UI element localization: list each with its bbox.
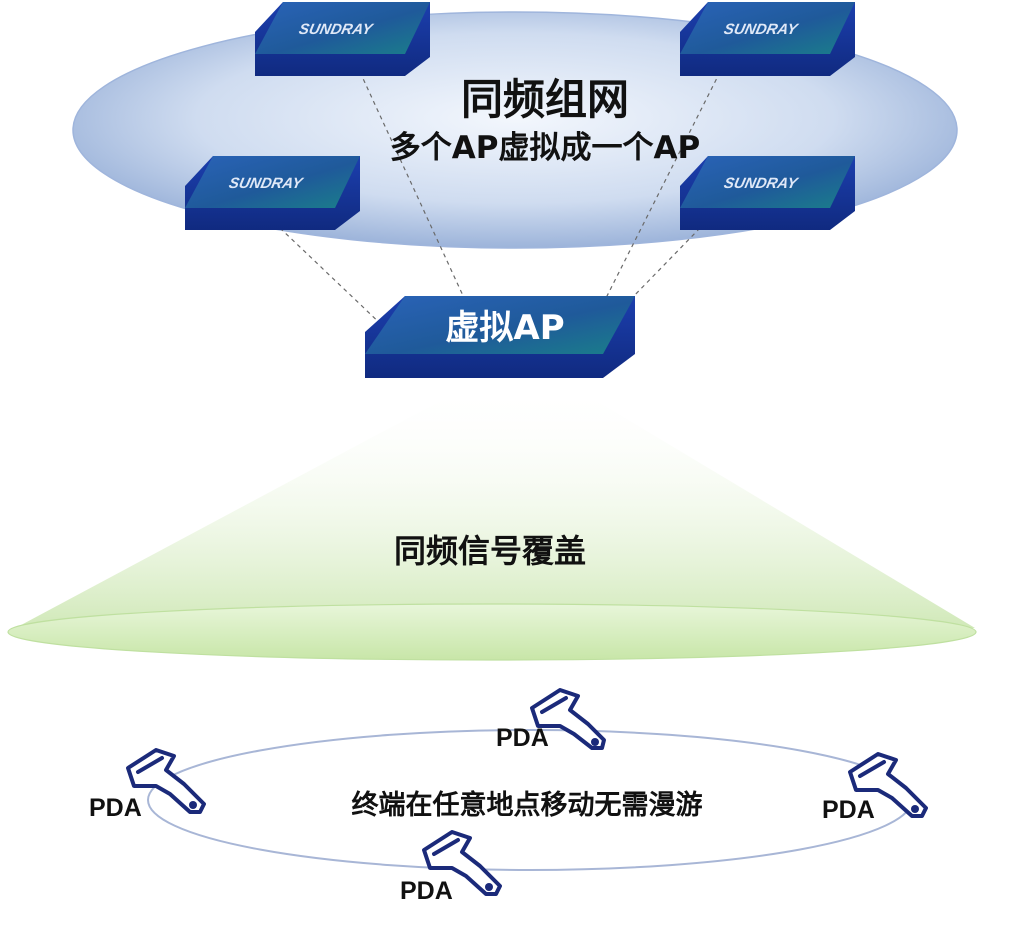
- link-ap-top-right: [604, 71, 721, 301]
- link-ap-top-left: [359, 71, 466, 301]
- pda-label-top: PDA: [496, 724, 549, 752]
- ap-device-mid-right: SUNDRAY: [680, 156, 855, 230]
- link-ap-mid-right: [629, 227, 701, 301]
- ap-brand-label: SUNDRAY: [722, 175, 800, 192]
- link-ap-mid-left: [279, 227, 386, 329]
- ap-brand-label: SUNDRAY: [297, 21, 375, 38]
- pda-label-left: PDA: [89, 794, 142, 822]
- virtual-ap-label: 虚拟AP: [445, 308, 565, 348]
- ap-device-mid-left: SUNDRAY: [185, 156, 360, 230]
- coverage-disk: [7, 603, 977, 661]
- pda-label-bottom: PDA: [400, 877, 453, 905]
- pda-label-right: PDA: [822, 796, 875, 824]
- ap-brand-label: SUNDRAY: [227, 175, 305, 192]
- coverage-label: 同频信号覆盖: [393, 532, 586, 570]
- ap-device-top-left: SUNDRAY: [255, 2, 430, 76]
- roaming-label: 终端在任意地点移动无需漫游: [351, 790, 703, 821]
- ap-brand-label: SUNDRAY: [722, 21, 800, 38]
- virtual-ap-device: [365, 296, 635, 378]
- pda-icon-top: [530, 688, 606, 750]
- pda-icon-right: [848, 752, 928, 818]
- cluster-title: 同频组网: [460, 75, 629, 124]
- coverage-cone: [8, 385, 975, 632]
- pda-icon-bottom: [422, 830, 502, 896]
- pda-icon-left: [126, 748, 206, 814]
- ap-device-top-right: SUNDRAY: [680, 2, 855, 76]
- cluster-subtitle: 多个AP虚拟成一个AP: [389, 130, 701, 166]
- ap-links: [279, 71, 721, 329]
